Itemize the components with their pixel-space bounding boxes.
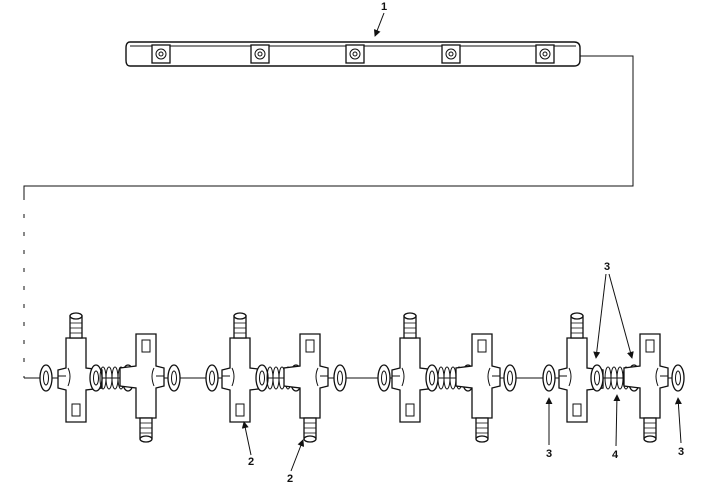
bracket-bolt [441,44,461,64]
leader-washers-top-a [593,273,607,359]
callout-spring: 4 [612,449,619,461]
callout-support-left: 2 [248,456,254,468]
bracket-bolt [345,44,365,64]
leader-support-left [241,421,252,456]
callout-washer-left: 3 [546,448,552,460]
leader-support-right [290,439,305,472]
bracket-bolt [535,44,555,64]
leader-spring [613,394,621,447]
leader-washer-right [674,397,682,444]
callout-washers-top: 3 [604,261,610,273]
connector-line [23,55,634,378]
leader-bracket [373,12,385,37]
callout-bracket: 1 [381,1,387,13]
callout-washer-right: 3 [678,446,684,458]
bracket-bolt [250,44,270,64]
leader-washers-top-b [608,273,634,359]
callout-support-right: 2 [287,473,293,485]
bracket-bolt [151,44,171,64]
